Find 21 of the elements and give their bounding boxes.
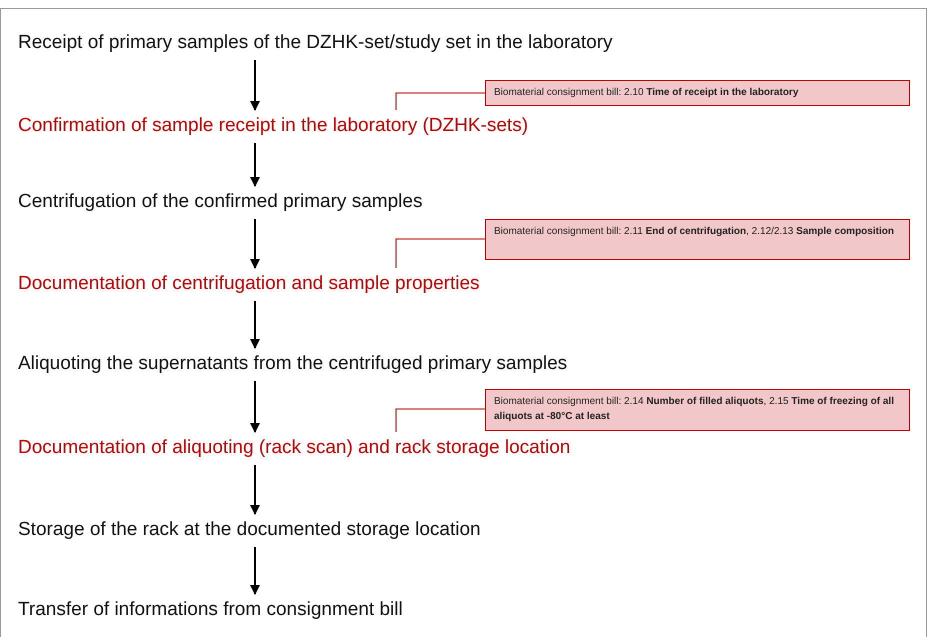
leader-line xyxy=(396,408,486,432)
note-box: Biomaterial consignment bill: 2.14 Number of filled aliquots, 2.15 Time of freezing of all aliquots at -80°C at least xyxy=(485,389,910,431)
documentation-step-text: Documentation of aliquoting (rack scan) and rack storage location xyxy=(18,435,570,461)
arrow xyxy=(250,381,260,433)
arrow xyxy=(250,219,260,269)
step-text: Centrifugation of the confirmed primary samples xyxy=(18,189,422,215)
documentation-step-text: Documentation of centrifugation and sample properties xyxy=(18,271,480,297)
step-text: Aliquoting the supernatants from the centrifuged primary samples xyxy=(18,351,568,377)
step-text: Receipt of primary samples of the DZHK-set/study set in the laboratory xyxy=(18,30,613,56)
documentation-step-text: Confirmation of sample receipt in the laboratory (DZHK-sets) xyxy=(18,113,528,139)
arrow xyxy=(250,143,260,187)
note-box: Biomaterial consignment bill: 2.11 End of centrifugation, 2.12/2.13 Sample composition xyxy=(485,219,910,260)
note-box: Biomaterial consignment bill: 2.10 Time of receipt in the laboratory xyxy=(485,80,910,106)
step-text: Transfer of informations from consignment bill xyxy=(18,597,403,623)
arrow xyxy=(250,301,260,349)
leader-line xyxy=(396,238,486,268)
arrow xyxy=(250,547,260,595)
arrow xyxy=(250,60,260,111)
leader-line xyxy=(396,92,486,110)
arrow xyxy=(250,465,260,515)
step-text: Storage of the rack at the documented storage location xyxy=(18,517,481,543)
